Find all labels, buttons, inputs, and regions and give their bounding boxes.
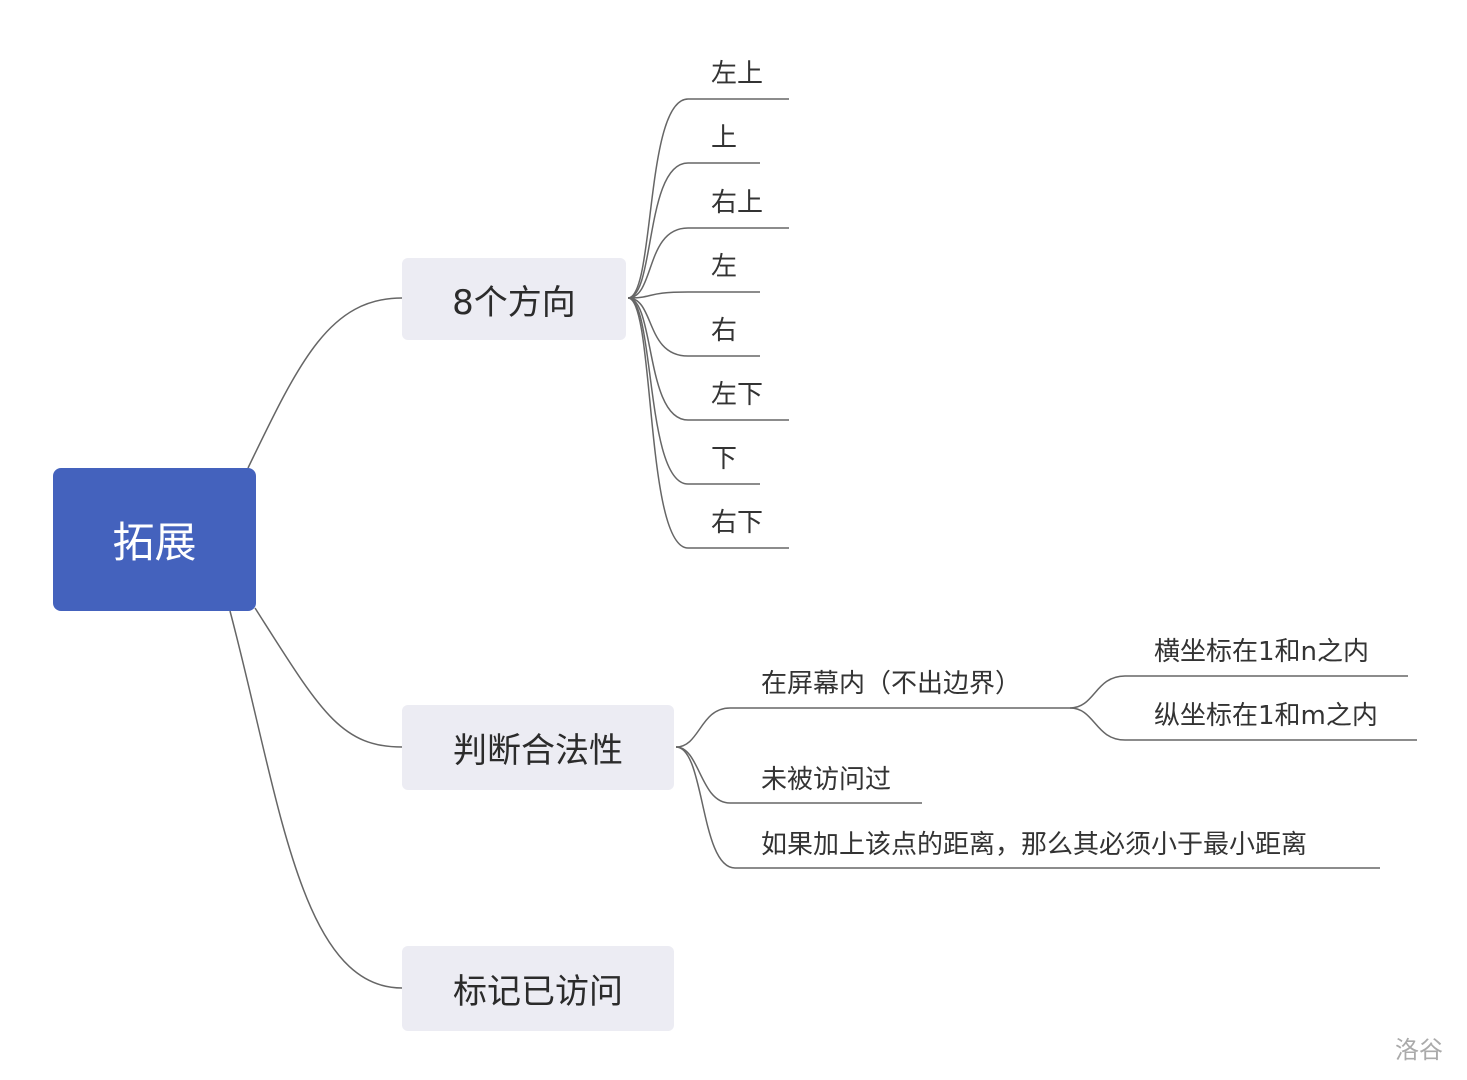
direction-connector bbox=[627, 297, 789, 421]
leaf-direction[interactable]: 左上 bbox=[711, 59, 764, 89]
direction-connector bbox=[627, 297, 789, 549]
watermark: 洛谷 bbox=[1395, 1036, 1443, 1064]
direction-connector bbox=[627, 162, 760, 299]
branch-8-directions[interactable]: 8个方向 bbox=[402, 258, 626, 340]
direction-connector bbox=[627, 98, 789, 299]
branch-mark-visited[interactable]: 标记已访问 bbox=[402, 946, 674, 1031]
leaf-direction[interactable]: 左 bbox=[711, 252, 738, 282]
root-label: 拓展 bbox=[112, 518, 197, 567]
leaf-direction[interactable]: 右上 bbox=[711, 188, 764, 218]
leaf-in-screen[interactable]: 在屏幕内（不出边界） bbox=[761, 669, 1022, 699]
direction-connector bbox=[627, 291, 760, 299]
leaf-distance-check[interactable]: 如果加上该点的距离，那么其必须小于最小距离 bbox=[761, 830, 1308, 860]
leaf-direction[interactable]: 右下 bbox=[711, 508, 764, 538]
leaf-x-range[interactable]: 横坐标在1和n之内 bbox=[1154, 637, 1370, 667]
root-node[interactable]: 拓展 bbox=[53, 468, 256, 611]
leaf-direction[interactable]: 上 bbox=[711, 123, 738, 153]
leaf-direction[interactable]: 左下 bbox=[711, 380, 764, 410]
leaf-direction[interactable]: 右 bbox=[711, 316, 738, 346]
direction-connector bbox=[627, 297, 760, 485]
branch-label: 标记已访问 bbox=[453, 972, 623, 1012]
leaf-direction[interactable]: 下 bbox=[711, 444, 738, 474]
direction-connector bbox=[627, 297, 760, 357]
branch-validity[interactable]: 判断合法性 bbox=[402, 705, 674, 790]
leaf-not-visited[interactable]: 未被访问过 bbox=[761, 765, 892, 795]
leaf-y-range[interactable]: 纵坐标在1和m之内 bbox=[1154, 701, 1378, 731]
branch-label: 8个方向 bbox=[452, 282, 576, 323]
direction-connector bbox=[627, 227, 789, 299]
branch-label: 判断合法性 bbox=[453, 731, 623, 771]
